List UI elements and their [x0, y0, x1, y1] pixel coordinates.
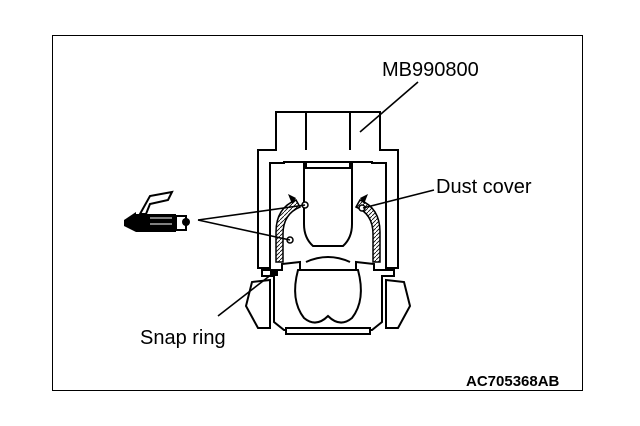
leader-grease-upper — [197, 204, 306, 221]
special-tool-label: MB990800 — [382, 59, 479, 81]
figure-frame — [52, 35, 583, 391]
leader-dust-cover — [362, 189, 435, 209]
dust-cover-lips — [288, 194, 368, 204]
leader-lines — [197, 81, 435, 317]
dust-cover-label: Dust cover — [436, 176, 532, 198]
leader-tool — [359, 81, 419, 133]
snap-ring-label: Snap ring — [140, 327, 226, 349]
snap-ring — [270, 270, 278, 276]
ball-socket-housing — [261, 256, 395, 335]
ball-joint-stud — [303, 161, 353, 247]
special-tool-body — [257, 111, 399, 269]
grease-gun-icon — [124, 190, 190, 232]
leader-snap-ring — [217, 273, 273, 317]
knuckle-arms — [244, 278, 412, 329]
figure-code: AC705368AB — [466, 373, 560, 390]
leader-grease-lower — [197, 219, 291, 241]
